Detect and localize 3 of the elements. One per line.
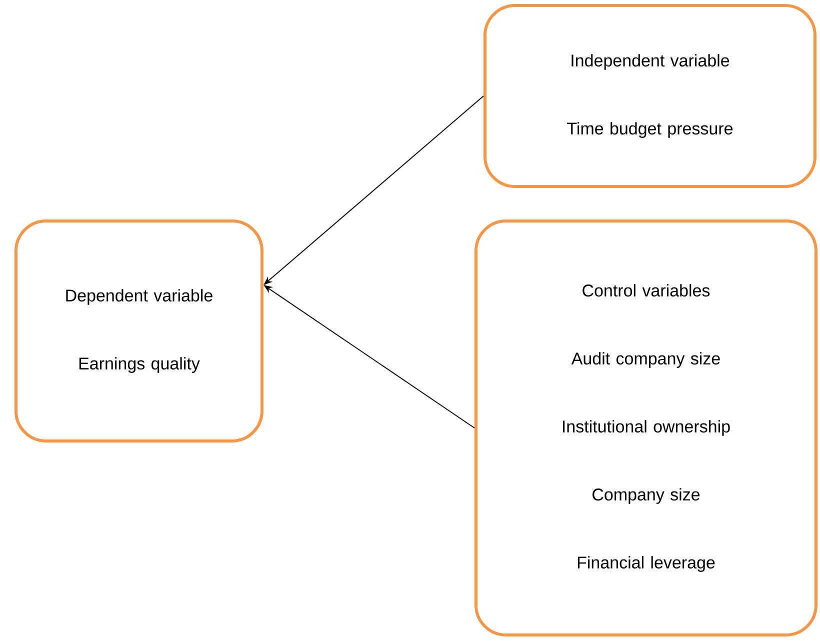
variable-box: Control variables Audit company size Institutional ownership Company size Financial leverage <box>474 220 818 636</box>
variable-box: Dependent variable Earnings quality <box>14 220 264 442</box>
variable-box: Independent variable Time budget pressure <box>484 4 816 188</box>
